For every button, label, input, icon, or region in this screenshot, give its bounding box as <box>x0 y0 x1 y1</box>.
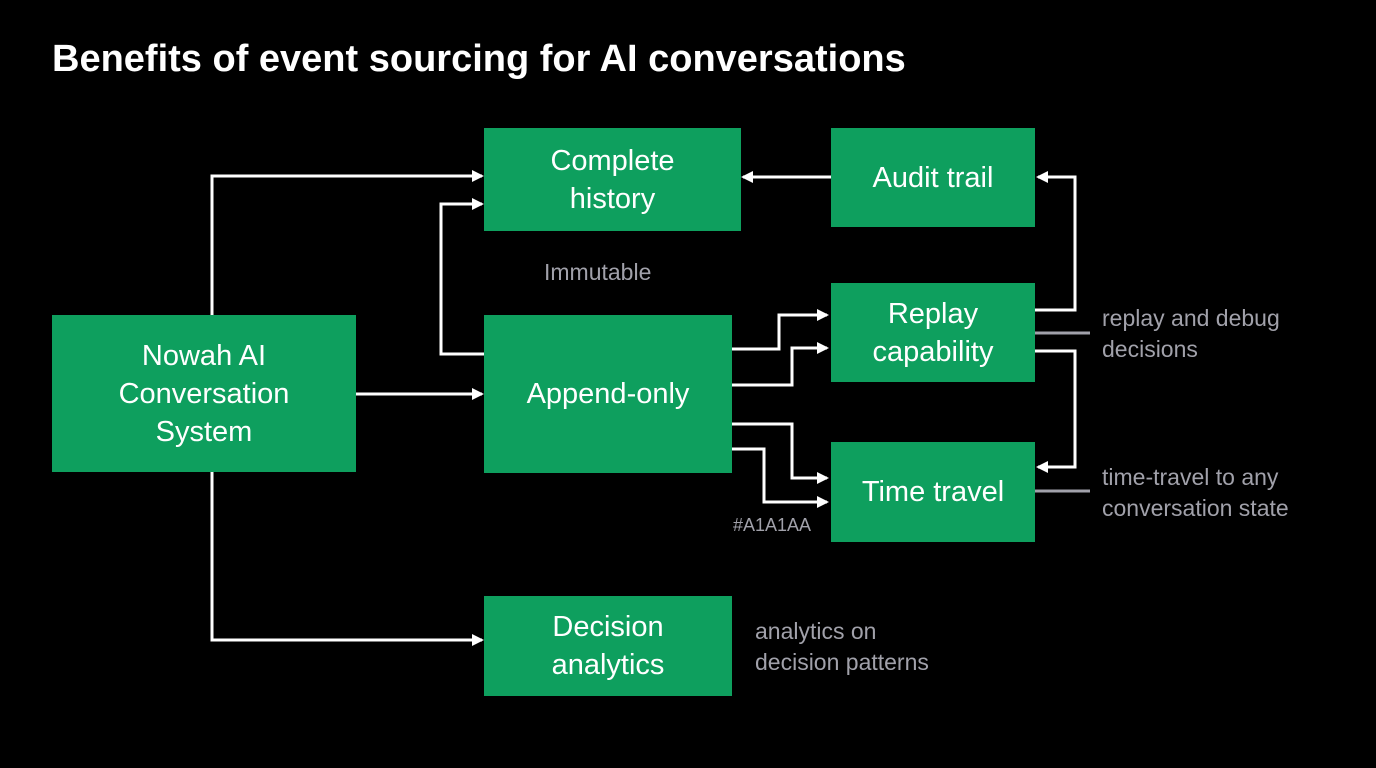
node-time-travel-label: Time travel <box>861 476 1005 508</box>
node-append-only-label: Append-only <box>526 378 690 410</box>
note-analytics: analytics on decision patterns <box>755 618 929 675</box>
node-replay-label: Replay capability <box>872 297 994 368</box>
arrow-replay-to-audit <box>1035 171 1077 312</box>
arrow-append-to-timetravel-1 <box>732 422 829 484</box>
node-decision-analytics-label: Decision analytics <box>551 611 665 681</box>
node-nowah-ai-conversation-system: Nowah AI Conversation System <box>52 315 356 472</box>
node-replay-capability: Replay capability <box>831 283 1035 382</box>
arrow-system-to-analytics <box>210 472 484 646</box>
arrow-append-to-replay-1 <box>732 309 829 351</box>
node-audit-trail: Audit trail <box>831 128 1035 227</box>
arrow-append-to-history <box>439 198 484 356</box>
node-system-label: Nowah AI Conversation System <box>118 339 290 448</box>
node-append-only: Append-only <box>484 315 732 473</box>
node-decision-analytics: Decision analytics <box>484 596 732 696</box>
node-audit-trail-label: Audit trail <box>872 161 994 194</box>
arrow-replay-to-timetravel <box>1035 349 1077 473</box>
diagram-title: Benefits of event sourcing for AI conver… <box>52 38 906 80</box>
arrow-append-to-timetravel-2 <box>732 447 829 508</box>
arrow-append-to-replay-2 <box>732 342 829 387</box>
node-complete-history: Complete history <box>484 128 741 231</box>
immutable-label: Immutable <box>544 259 652 285</box>
node-time-travel: Time travel <box>831 442 1035 542</box>
node-complete-history-label: Complete history <box>550 144 675 215</box>
color-code-label: #A1A1AA <box>733 515 812 535</box>
note-time-travel: time-travel to any conversation state <box>1102 464 1289 521</box>
arrow-system-to-history <box>210 170 484 315</box>
note-replay: replay and debug decisions <box>1102 305 1280 362</box>
